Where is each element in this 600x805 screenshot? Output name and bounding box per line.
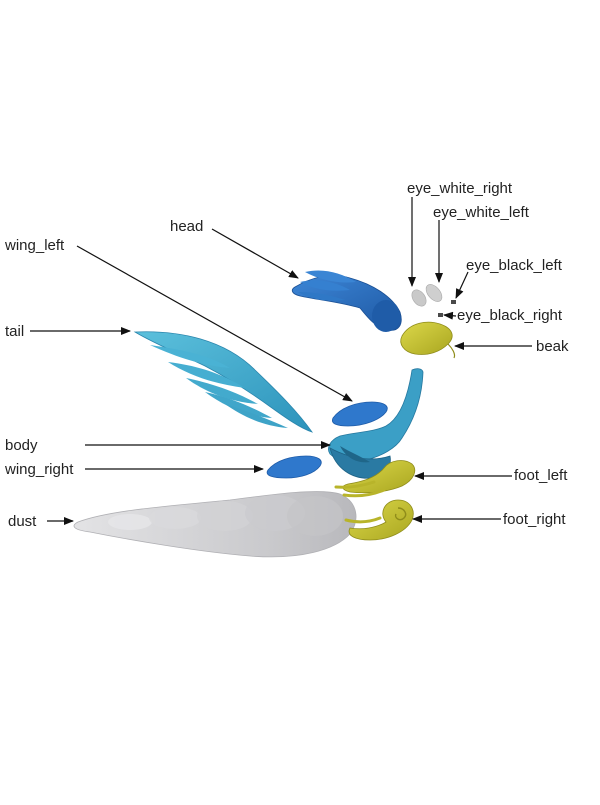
eye-white-left-part <box>425 284 443 302</box>
beak-part <box>400 321 456 359</box>
wing-right-part <box>266 455 322 479</box>
label-body: body <box>5 437 38 454</box>
arrow-wing-left <box>76 245 353 402</box>
label-arrows <box>30 197 532 525</box>
dust-part <box>73 491 357 558</box>
label-dust: dust <box>8 513 37 530</box>
arrow-head <box>211 228 299 279</box>
label-wing-right: wing_right <box>5 461 74 478</box>
foot-right-part <box>344 499 414 541</box>
label-head: head <box>170 218 204 235</box>
label-eye-white-right: eye_white_right <box>407 180 513 197</box>
label-foot-right: foot_right <box>503 511 566 528</box>
label-tail: tail <box>5 323 25 340</box>
tail-part <box>133 331 314 433</box>
eye-white-right-part <box>411 289 427 307</box>
foot-left-part <box>334 460 416 498</box>
label-eye-white-left: eye_white_left <box>433 204 529 221</box>
arrow-eye-black-right <box>443 311 457 320</box>
head-part <box>291 270 402 332</box>
arrow-eye-black-left <box>455 271 469 299</box>
label-beak: beak <box>536 338 569 355</box>
eye-black-right-part <box>438 313 443 317</box>
eye-black-left-part <box>451 300 456 304</box>
label-foot-left: foot_left <box>514 467 568 484</box>
label-wing-left: wing_left <box>5 237 65 254</box>
wing-left-part <box>331 401 388 427</box>
label-eye-black-left: eye_black_left <box>466 257 562 274</box>
label-eye-black-right: eye_black_right <box>457 307 563 324</box>
